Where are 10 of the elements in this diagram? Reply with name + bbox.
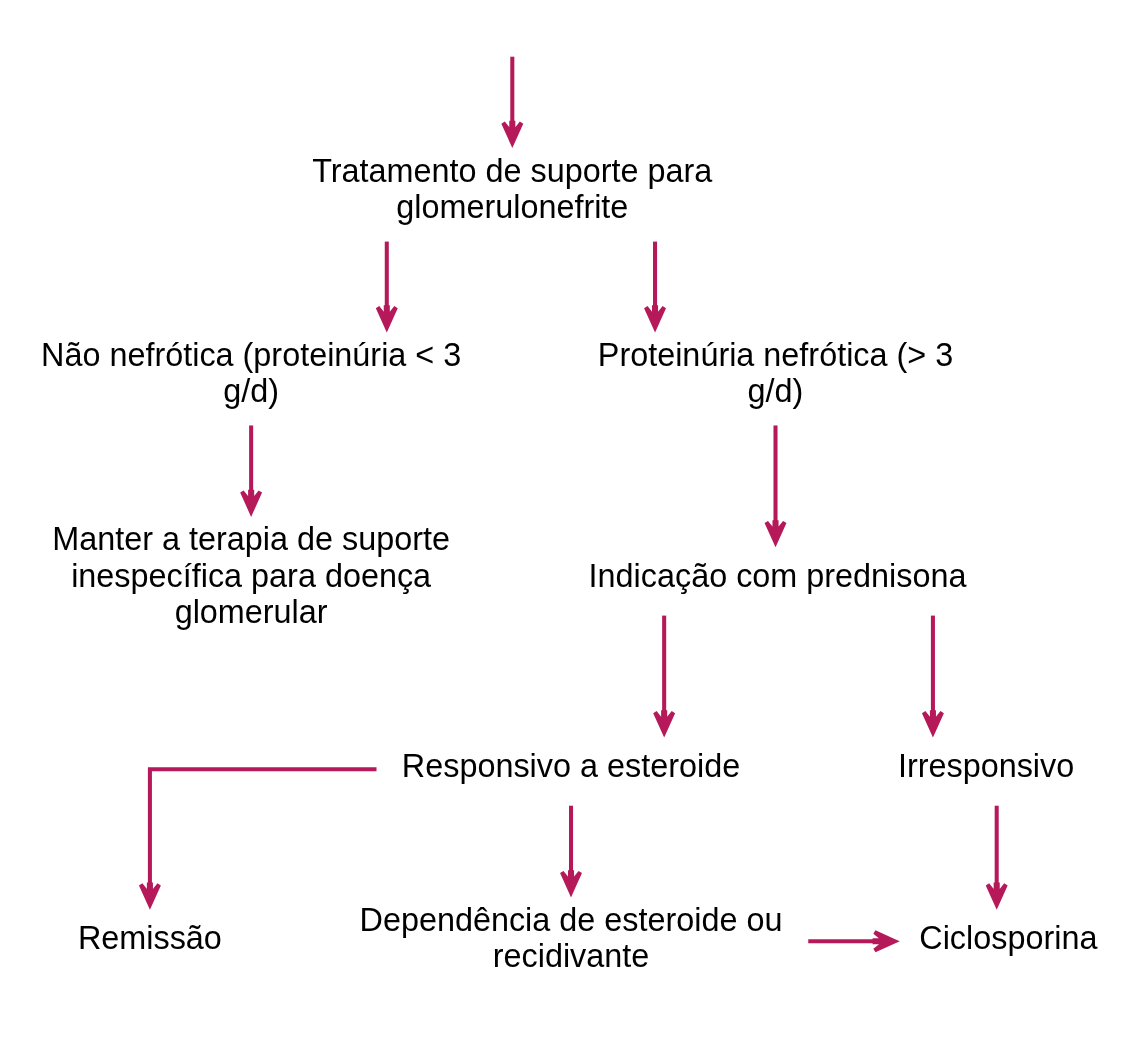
node-text: Dependência de esteroide ou recidivante: [359, 901, 783, 975]
node-text: Proteinúria nefrótica (> 3 g/d): [597, 336, 954, 410]
node-text: Tratamento de suporte para glomerulonefrite: [312, 152, 713, 226]
node-text: Irresponsivo: [897, 747, 1075, 784]
node-text: Não nefrótica (proteinúria < 3 g/d): [41, 336, 462, 410]
node-text: Manter a terapia de suporte inespecífica para doença glomerular: [52, 521, 450, 631]
node-text: Responsivo a esteroide: [401, 747, 741, 784]
node-text: Ciclosporina: [919, 920, 1098, 956]
node-text: Remissão: [77, 920, 222, 956]
node-text: Indicação com prednisona: [588, 557, 967, 594]
